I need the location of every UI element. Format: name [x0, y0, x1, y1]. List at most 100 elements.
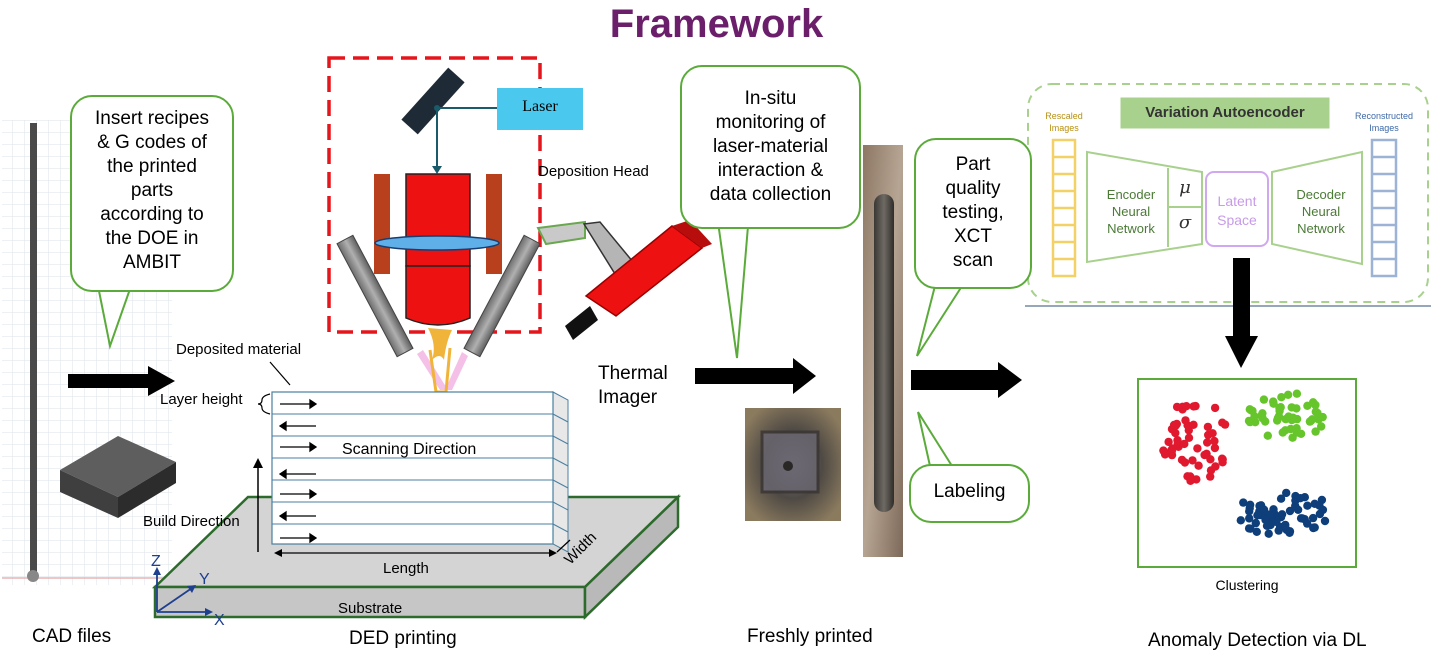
arrow-cad-to-ded	[68, 366, 175, 396]
cluster-red-point	[1169, 420, 1179, 430]
axis-x-label: X	[214, 612, 225, 629]
bubble-recipes-line: according to	[100, 204, 204, 225]
cad-origin	[27, 570, 39, 582]
cluster-red-point	[1193, 444, 1202, 453]
axes	[156, 572, 208, 613]
cluster-blue-point	[1296, 514, 1306, 523]
cluster-blue-point	[1269, 505, 1278, 514]
cluster-green-point	[1308, 415, 1317, 424]
cluster-blue-point	[1293, 505, 1303, 514]
build-direction-label: Build Direction	[143, 513, 240, 530]
decoder-trapezoid	[1271, 150, 1363, 266]
cluster-blue-point	[1259, 505, 1269, 514]
cluster-red-point	[1210, 403, 1220, 413]
cluster-red-point	[1164, 437, 1173, 447]
thermal-imager-line: Thermal	[598, 363, 668, 384]
cluster-blue-point	[1245, 507, 1254, 516]
cluster-green-point	[1276, 403, 1285, 412]
bubble-recipes-line: the printed	[107, 156, 197, 177]
cluster-blue-point	[1239, 498, 1248, 507]
cluster-blue-point	[1282, 488, 1291, 498]
cluster-red-point	[1194, 461, 1203, 470]
cluster-blue-point	[1264, 529, 1273, 538]
cluster-blue-point	[1274, 526, 1283, 535]
reconstructed-column	[1370, 138, 1398, 278]
bubble-quality-line: Part	[955, 154, 991, 175]
bubble-insitu-line: laser-material	[712, 136, 829, 157]
cluster-blue-point	[1266, 520, 1275, 530]
cluster-red-point	[1206, 455, 1215, 464]
cluster-red-point	[1180, 458, 1190, 467]
vae-title: Variation Autoencoder	[1145, 104, 1305, 121]
cluster-blue-point	[1245, 514, 1254, 523]
cluster-green-point	[1269, 399, 1278, 408]
bubble-insitu-line: monitoring of	[715, 112, 826, 133]
bubble-insitu-line: In-situ	[744, 88, 797, 109]
cluster-red-point	[1168, 444, 1177, 453]
cluster-red-point	[1189, 402, 1198, 411]
thermal-imager-label: Thermal Imager	[598, 362, 668, 410]
cluster-red-point	[1210, 436, 1219, 446]
cluster-red-point	[1188, 456, 1197, 465]
sigma-symbol: σ	[1178, 212, 1192, 233]
thermal-imager-line: Imager	[598, 387, 658, 408]
cluster-blue-point	[1320, 516, 1330, 526]
latent-line: Latent	[1217, 193, 1257, 209]
cluster-red-point	[1180, 439, 1189, 449]
cluster-blue-point	[1253, 511, 1262, 520]
encoder-line: Encoder	[1106, 187, 1156, 202]
cluster-blue-point	[1246, 524, 1255, 533]
scan-arrows	[278, 398, 318, 544]
laser-box	[497, 88, 583, 130]
bubble-quality-line: testing,	[942, 202, 1004, 223]
caption-ded: DED printing	[349, 628, 457, 649]
nozzle-right	[463, 234, 541, 358]
cluster-red-point	[1182, 402, 1191, 411]
length-label: Length	[383, 560, 429, 577]
cluster-red-point	[1218, 458, 1227, 467]
reconstructed-label: Reconstructed Images	[1344, 110, 1424, 134]
cluster-points	[1159, 389, 1330, 538]
cluster-red-point	[1171, 428, 1180, 438]
cluster-blue-point	[1309, 523, 1318, 532]
cluster-red-point	[1186, 476, 1195, 485]
cluster-red-point	[1189, 420, 1198, 429]
cluster-red-point	[1159, 446, 1168, 455]
bubble-quality: Part quality testing, XCT scan	[914, 138, 1032, 289]
rescaled-line: Rescaled	[1045, 111, 1083, 121]
laser-label: Laser	[522, 98, 558, 115]
bubble-quality-line: quality	[945, 178, 1001, 199]
bubble-quality-line: scan	[952, 250, 994, 271]
cluster-blue-point	[1276, 494, 1286, 503]
bubble-recipes-line: the DOE in	[105, 228, 199, 249]
cluster-green-point	[1277, 393, 1286, 402]
bubble-insitu-line: interaction &	[717, 160, 824, 181]
deposited-block	[271, 391, 569, 553]
cluster-green-point	[1273, 414, 1283, 423]
cluster-blue-point	[1252, 527, 1262, 536]
encoder-line: Neural	[1111, 204, 1151, 219]
mirror	[401, 67, 465, 135]
decoder-line: Network	[1297, 221, 1345, 236]
cluster-green-point	[1317, 422, 1326, 431]
substrate-label: Substrate	[338, 600, 403, 617]
cluster-green-point	[1250, 412, 1259, 421]
cluster-green-point	[1292, 414, 1302, 424]
cluster-blue-point	[1282, 525, 1291, 535]
cluster-green-point	[1296, 429, 1306, 438]
axis-y-label: Y	[199, 571, 210, 588]
cad-rod	[30, 123, 37, 578]
cluster-red-point	[1218, 418, 1227, 427]
cluster-red-point	[1208, 429, 1217, 438]
cad-block-top	[60, 436, 176, 497]
cluster-green-point	[1311, 427, 1320, 436]
arrow-to-vae	[911, 362, 1022, 398]
cluster-green-point	[1283, 390, 1293, 399]
deposition-head-label: Deposition Head	[538, 163, 649, 180]
latent-box	[1205, 171, 1269, 247]
decoder-line: Neural	[1301, 204, 1341, 219]
rescaled-label: Rescaled Images	[1036, 110, 1092, 134]
latent-line: Space	[1217, 212, 1257, 228]
bubble-recipes-line: AMBIT	[122, 252, 182, 273]
cluster-red-point	[1200, 450, 1209, 460]
